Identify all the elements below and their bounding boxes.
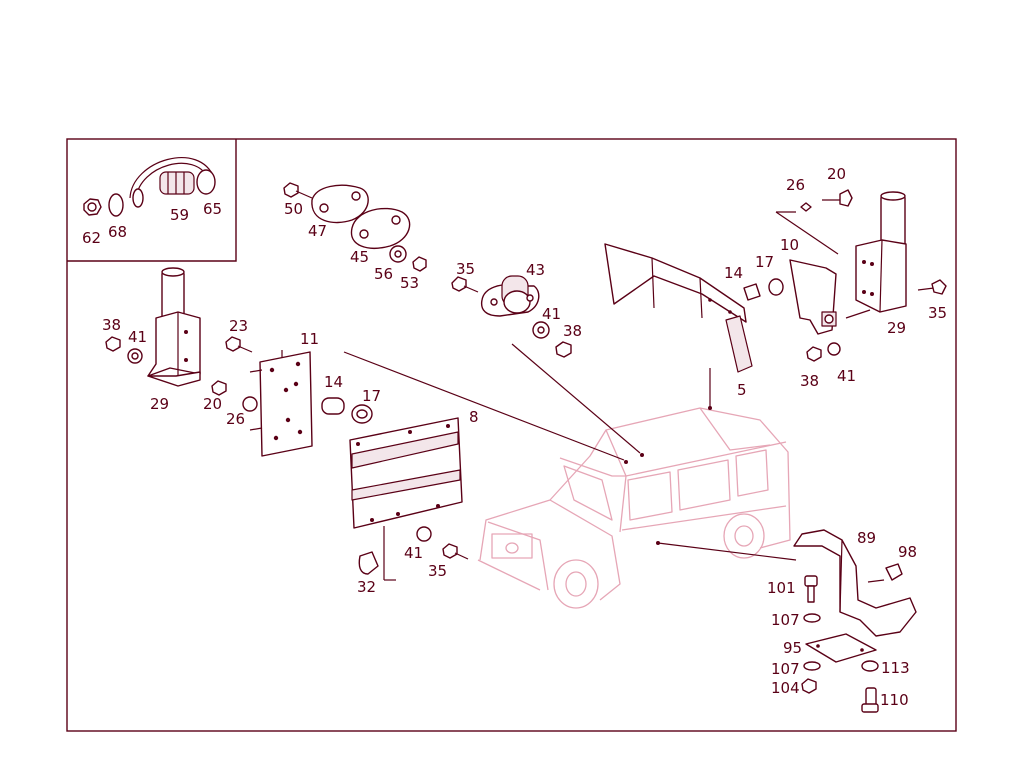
callout-38-center: 38 [563,322,582,340]
callout-43: 43 [526,261,545,279]
callout-35-right: 35 [928,304,947,322]
callout-98: 98 [898,543,917,561]
callout-56: 56 [374,265,393,283]
callout-14-left: 14 [324,373,343,391]
callout-labels: 62 68 59 65 50 47 45 56 53 35 43 41 38 2… [82,165,947,709]
callout-45: 45 [350,248,369,266]
callout-41-center: 41 [542,305,561,323]
inset-frame [67,139,237,262]
callout-8: 8 [469,408,479,426]
callout-53: 53 [400,274,419,292]
callout-17-left: 17 [362,387,381,405]
callout-107-lower: 107 [771,660,800,678]
callout-65: 65 [203,200,222,218]
callout-35-lower: 35 [428,562,447,580]
callout-32: 32 [357,578,376,596]
vehicle-outline [477,406,791,609]
callout-104: 104 [771,679,800,697]
callout-101: 101 [767,579,796,597]
callout-11: 11 [300,330,319,348]
callout-107-upper: 107 [771,611,800,629]
callout-89: 89 [857,529,876,547]
callout-47: 47 [308,222,327,240]
callout-29-right: 29 [887,319,906,337]
callout-41-left: 41 [128,328,147,346]
leader-lines [343,343,797,561]
center-cluster-parts [451,275,572,358]
diagram-frame [66,138,957,732]
callout-14-right: 14 [724,264,743,282]
right-upper-bracket-parts [604,189,947,373]
callout-50: 50 [284,200,303,218]
callout-26-upper-right: 26 [786,176,805,194]
callout-41-lower: 41 [404,544,423,562]
lower-right-parts [793,529,917,713]
callout-95: 95 [783,639,802,657]
callout-20-upper-right: 20 [827,165,846,183]
callout-110: 110 [880,691,909,709]
inset-parts [83,157,216,217]
callout-38-right: 38 [800,372,819,390]
callout-113: 113 [881,659,910,677]
callout-29-left: 29 [150,395,169,413]
top-middle-parts [283,182,427,272]
callout-10: 10 [780,236,799,254]
callout-38-left: 38 [102,316,121,334]
callout-17-right: 17 [755,253,774,271]
callout-59: 59 [170,206,189,224]
callout-5: 5 [737,381,747,399]
callout-26-left: 26 [226,410,245,428]
left-bracket-parts [105,267,469,581]
callout-20-left: 20 [203,395,222,413]
callout-35-center: 35 [456,260,475,278]
callout-62: 62 [82,229,101,247]
callout-23: 23 [229,317,248,335]
callout-41-right: 41 [837,367,856,385]
callout-68: 68 [108,223,127,241]
